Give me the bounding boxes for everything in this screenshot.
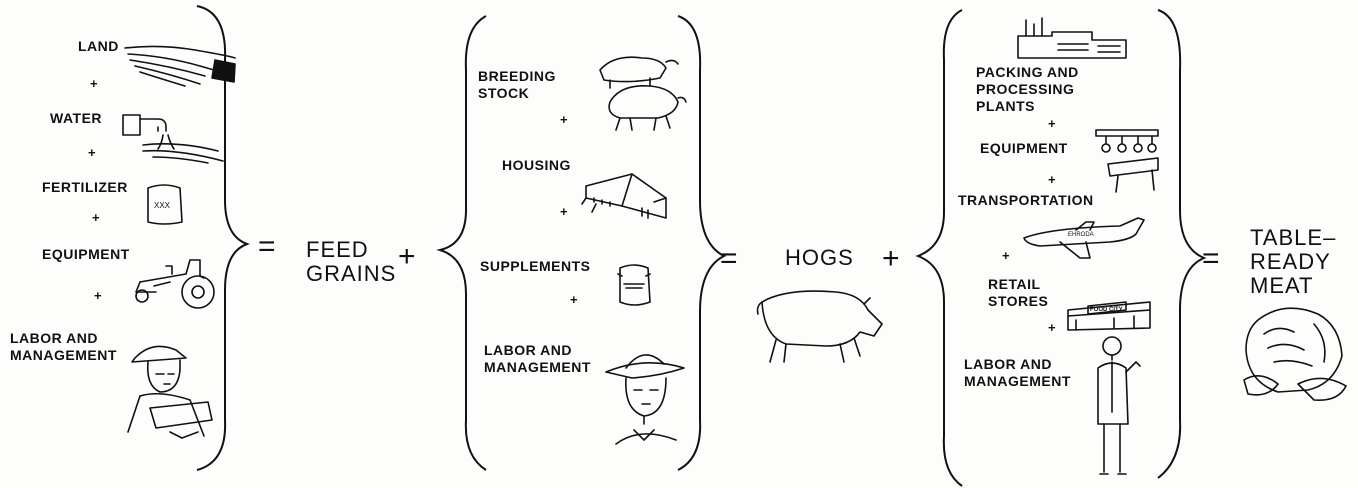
- plus-sign: +: [560, 112, 568, 127]
- tractor-icon: [135, 259, 215, 309]
- plus-sign: +: [570, 292, 578, 307]
- equals-sign: =: [258, 230, 276, 263]
- left-brace-2: [436, 15, 487, 471]
- grocery-store-icon: FOOD CITY: [1067, 301, 1151, 331]
- plus-sign: +: [88, 145, 96, 160]
- hogs-label: HOGS: [785, 245, 854, 270]
- plus-sign: +: [92, 210, 100, 225]
- breeding-pigs-icon: [599, 56, 687, 131]
- plus-sign: +: [1048, 172, 1056, 187]
- plus-sign: +: [882, 242, 900, 275]
- plus-sign: +: [1048, 320, 1056, 335]
- airplane-icon: EHRODA: [1023, 217, 1145, 259]
- feed-grains-label: FEED GRAINS: [306, 237, 397, 286]
- svg-text:EHRODA: EHRODA: [1068, 232, 1094, 238]
- ham-roast-icon: [1243, 307, 1347, 402]
- transportation-label: TRANSPORTATION: [958, 192, 1094, 208]
- equals-sign: =: [1202, 242, 1220, 275]
- plus-sign: +: [1002, 248, 1010, 263]
- land-field-icon: [124, 45, 236, 87]
- right-brace-3: [677, 15, 727, 471]
- labor-management-label-2: LABOR AND MANAGEMENT: [484, 342, 591, 375]
- right-brace-5: [1157, 9, 1207, 479]
- hog-barn-icon: [581, 173, 667, 219]
- svg-text:XXX: XXX: [154, 201, 171, 210]
- supplements-label: SUPPLEMENTS: [480, 258, 591, 274]
- plus-sign: +: [90, 76, 98, 91]
- right-brace-1: [196, 5, 250, 471]
- table-ready-meat-label: TABLE– READY MEAT: [1250, 225, 1337, 298]
- land-label: LAND: [78, 38, 119, 54]
- farmer-in-hat-icon: [605, 354, 685, 445]
- meat-hooks-icon: [1095, 129, 1159, 193]
- businessman-icon: [1097, 336, 1141, 475]
- plus-sign: +: [1048, 116, 1056, 131]
- housing-label: HOUSING: [502, 157, 571, 173]
- equipment-label: EQUIPMENT: [42, 246, 130, 262]
- breeding-stock-label: BREEDING STOCK: [478, 68, 556, 101]
- labor-management-label-3: LABOR AND MANAGEMENT: [964, 356, 1071, 389]
- water-faucet-icon: [122, 114, 224, 164]
- packing-plants-label: PACKING AND PROCESSING PLANTS: [976, 64, 1079, 114]
- supplement-sack-icon: [617, 264, 651, 306]
- svg-text:FOOD CITY: FOOD CITY: [1090, 307, 1123, 313]
- labor-management-label-1: LABOR AND MANAGEMENT: [10, 330, 117, 363]
- retail-stores-label: RETAIL STORES: [988, 276, 1049, 309]
- fertilizer-label: FERTILIZER: [42, 179, 128, 195]
- hog-icon: [756, 290, 883, 363]
- farmer-with-clipboard-icon: [127, 345, 213, 439]
- water-label: WATER: [50, 110, 103, 126]
- packing-plant-icon: [1017, 17, 1127, 59]
- equipment-label-2: EQUIPMENT: [980, 140, 1068, 156]
- plus-sign: +: [398, 240, 416, 273]
- plus-sign: +: [94, 288, 102, 303]
- left-brace-4: [915, 9, 963, 487]
- fertilizer-bag-icon: XXX: [147, 184, 183, 225]
- plus-sign: +: [560, 204, 568, 219]
- equals-sign: =: [720, 242, 738, 275]
